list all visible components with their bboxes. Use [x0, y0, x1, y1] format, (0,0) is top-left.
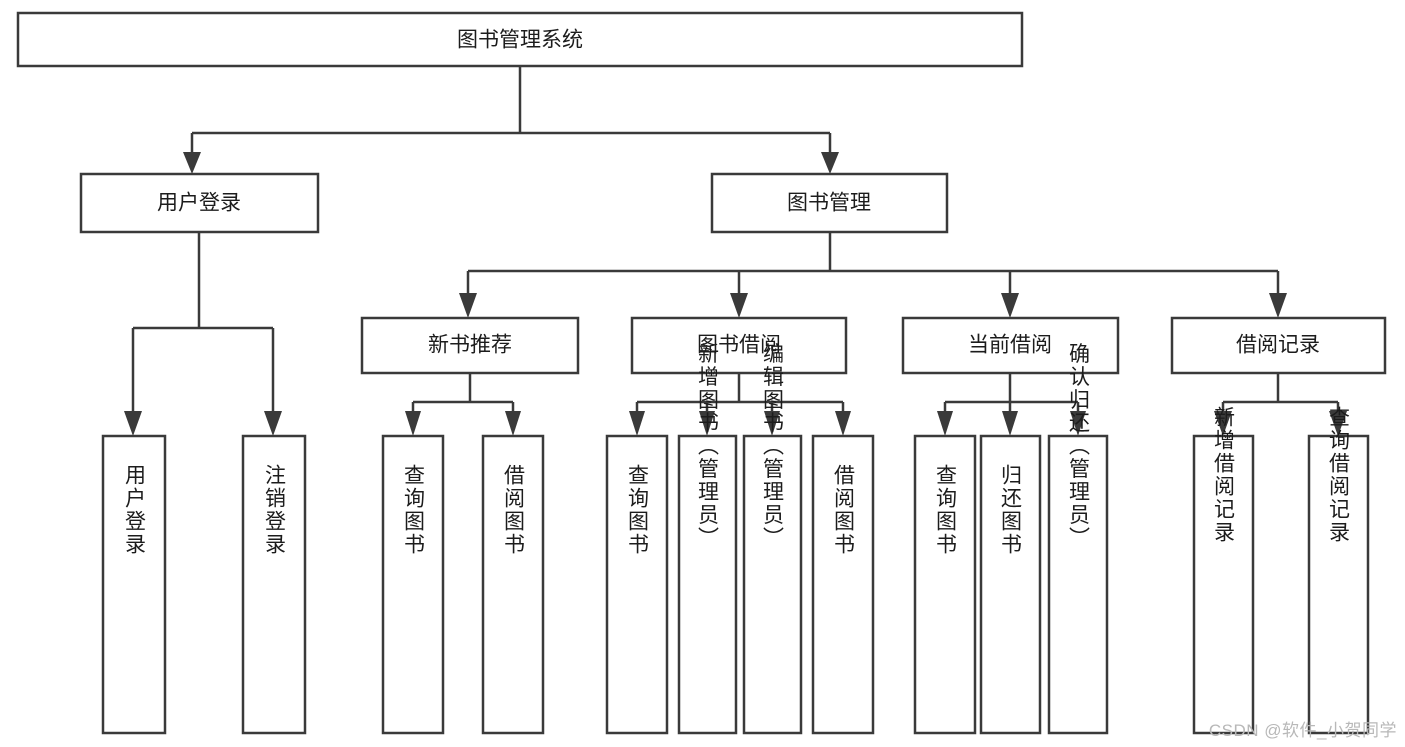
- arrowhead-book-borrow: [730, 293, 748, 318]
- arrowhead-leaf-book-borrow-1: [629, 411, 645, 436]
- leaf-node-book-borrow-edit[interactable]: 编辑图书（管理员）: [742, 343, 803, 735]
- leaf-node-book-borrow-add[interactable]: 新增图书（管理员）: [677, 343, 738, 735]
- node-current-borrow-label: 当前借阅: [968, 334, 1052, 357]
- node-borrow-record-label: 借阅记录: [1236, 334, 1320, 357]
- leaf-current-borrow-return-box[interactable]: [979, 434, 1042, 735]
- node-user-login[interactable]: 用户登录: [79, 172, 320, 234]
- leaf-borrow-record-add-label: 新增借阅记录: [1212, 406, 1236, 544]
- arrowhead-leaf-borrow-record-1: [1214, 411, 1232, 436]
- arrowhead-book-mgmt: [821, 152, 839, 174]
- leaf-node-borrow-record-add[interactable]: 新增借阅记录: [1192, 406, 1255, 735]
- leaf-node-current-borrow-query[interactable]: 查询图书: [913, 434, 977, 735]
- leaf-book-borrow-query-box[interactable]: [605, 434, 669, 735]
- leaf-new-book-query-box[interactable]: [381, 434, 445, 735]
- leaf-node-current-borrow-return[interactable]: 归还图书: [979, 434, 1042, 735]
- leaf-node-borrow-record-query[interactable]: 查询借阅记录: [1307, 406, 1370, 735]
- leaf-current-borrow-query-label: 查询图书: [934, 464, 958, 556]
- node-root-box[interactable]: [16, 11, 1024, 68]
- leaf-node-book-borrow-borrow[interactable]: 借阅图书: [811, 434, 875, 735]
- leaf-book-borrow-borrow-box[interactable]: [811, 434, 875, 735]
- node-new-book-recommend-label: 新书推荐: [428, 334, 512, 357]
- leaf-borrow-record-query-label: 查询借阅记录: [1327, 406, 1351, 544]
- leaf-book-borrow-query-label: 查询图书: [626, 464, 650, 556]
- node-root-book-management-system[interactable]: 图书管理系统: [16, 11, 1024, 68]
- arrowhead-leaf-book-borrow-3: [764, 411, 780, 436]
- arrowhead-leaf-user-login-1: [124, 411, 142, 436]
- arrowhead-leaf-new-book-2: [505, 411, 521, 436]
- node-book-borrow-box[interactable]: [630, 316, 848, 375]
- node-current-borrow[interactable]: 当前借阅: [901, 316, 1120, 375]
- leaf-new-book-query-label: 查询图书: [402, 464, 426, 556]
- arrowhead-borrow-record: [1269, 293, 1287, 318]
- arrowhead-leaf-user-login-2: [264, 411, 282, 436]
- leaf-borrow-record-query-box[interactable]: [1307, 434, 1370, 735]
- leaf-node-user-login-login[interactable]: 用户登录: [101, 434, 167, 735]
- leaf-user-login-login-box[interactable]: [101, 434, 167, 735]
- leaf-user-login-logout-box[interactable]: [241, 434, 307, 735]
- node-new-book-recommend-box[interactable]: [360, 316, 580, 375]
- arrowhead-new-book: [459, 293, 477, 318]
- leaf-node-new-book-query[interactable]: 查询图书: [381, 434, 445, 735]
- leaf-current-borrow-confirm-label: 确认归还（管理员）: [1067, 343, 1091, 550]
- node-book-borrow[interactable]: 图书借阅: [630, 316, 848, 375]
- arrowhead-leaf-current-borrow-1: [937, 411, 953, 436]
- node-current-borrow-box[interactable]: [901, 316, 1120, 375]
- leaf-user-login-login-label: 用户登录: [123, 464, 147, 556]
- leaf-current-borrow-query-box[interactable]: [913, 434, 977, 735]
- node-book-borrow-label: 图书借阅: [697, 334, 781, 357]
- leaf-book-borrow-edit-label: 编辑图书（管理员）: [761, 343, 785, 550]
- leaf-new-book-borrow-label: 借阅图书: [502, 464, 526, 556]
- leaf-book-borrow-add-label: 新增图书（管理员）: [696, 343, 720, 550]
- node-book-management[interactable]: 图书管理: [710, 172, 949, 234]
- leaf-borrow-record-add-box[interactable]: [1192, 434, 1255, 735]
- arrowhead-leaf-current-borrow-2: [1002, 411, 1018, 436]
- arrowhead-leaf-new-book-1: [405, 411, 421, 436]
- node-book-management-label: 图书管理: [787, 192, 871, 215]
- node-root-label: 图书管理系统: [457, 29, 583, 52]
- leaf-current-borrow-return-label: 归还图书: [999, 464, 1023, 556]
- arrowhead-current-borrow: [1001, 293, 1019, 318]
- node-user-login-label: 用户登录: [157, 192, 241, 215]
- connector-layer: [124, 66, 1347, 436]
- arrowhead-leaf-borrow-record-2: [1329, 411, 1347, 436]
- leaf-node-new-book-borrow[interactable]: 借阅图书: [481, 434, 545, 735]
- leaf-user-login-logout-label: 注销登录: [263, 464, 287, 556]
- leaf-node-current-borrow-confirm[interactable]: 确认归还（管理员）: [1047, 343, 1109, 735]
- node-borrow-record[interactable]: 借阅记录: [1170, 316, 1387, 375]
- leaf-book-borrow-borrow-label: 借阅图书: [832, 464, 856, 556]
- leaf-current-borrow-confirm-box[interactable]: [1047, 434, 1109, 735]
- arrowhead-leaf-current-borrow-3: [1070, 411, 1086, 436]
- leaf-new-book-borrow-box[interactable]: [481, 434, 545, 735]
- arrowhead-leaf-book-borrow-4: [835, 411, 851, 436]
- leaf-node-user-login-logout[interactable]: 注销登录: [241, 434, 307, 735]
- node-book-management-box[interactable]: [710, 172, 949, 234]
- node-user-login-box[interactable]: [79, 172, 320, 234]
- leaf-book-borrow-edit-box[interactable]: [742, 434, 803, 735]
- node-borrow-record-box[interactable]: [1170, 316, 1387, 375]
- node-new-book-recommend[interactable]: 新书推荐: [360, 316, 580, 375]
- arrowhead-user-login: [183, 152, 201, 174]
- leaf-book-borrow-add-box[interactable]: [677, 434, 738, 735]
- arrowhead-leaf-book-borrow-2: [699, 411, 715, 436]
- leaf-node-book-borrow-query[interactable]: 查询图书: [605, 434, 669, 735]
